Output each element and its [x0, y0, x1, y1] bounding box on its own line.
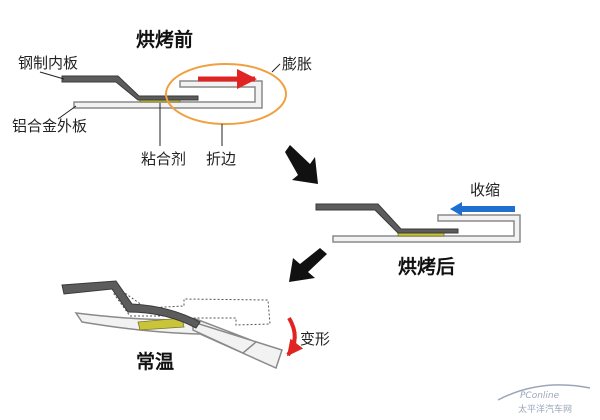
label-al-outer: 铝合金外板: [12, 117, 87, 135]
leader-steel-inner: [39, 71, 65, 80]
stage-before-title: 烘烤前: [136, 28, 193, 51]
flow-arrow-2: [289, 248, 327, 282]
stage-room: 变形 常温: [61, 280, 330, 373]
leader-expand: [271, 63, 281, 73]
stage-room-title: 常温: [136, 350, 174, 373]
dashed-original-outline: [113, 290, 271, 326]
stage-before: 烘烤前 钢制内板 铝合金外板 膨胀 粘合剂 折边: [12, 28, 312, 168]
label-shrink: 收缩: [470, 181, 500, 199]
label-expand: 膨胀: [282, 55, 312, 73]
label-deform: 变形: [300, 330, 330, 348]
stage-after-title: 烘烤后: [398, 255, 455, 278]
shrink-arrow: [450, 202, 515, 216]
steel-inner-panel-2: [315, 203, 459, 234]
steel-inner-panel: [61, 75, 199, 101]
label-hem: 折边: [206, 150, 236, 168]
svg-text:太平洋汽车网: 太平洋汽车网: [518, 403, 572, 415]
hem-highlight-ellipse: [165, 63, 287, 125]
steel-inner-panel-3: [61, 280, 201, 329]
deform-arrow: [286, 316, 304, 357]
adhesive-layer-3: [137, 317, 185, 331]
flow-arrow-1: [285, 145, 318, 184]
svg-text:PConline: PConline: [520, 391, 560, 401]
label-steel-inner: 钢制内板: [18, 54, 78, 72]
leader-al-outer: [57, 105, 77, 120]
stage-after: 收缩 烘烤后: [315, 181, 521, 278]
label-adhesive: 粘合剂: [141, 150, 186, 168]
aluminum-outer-panel-2: [332, 214, 521, 243]
watermark-logo: PConline 太平洋汽车网: [497, 384, 591, 415]
